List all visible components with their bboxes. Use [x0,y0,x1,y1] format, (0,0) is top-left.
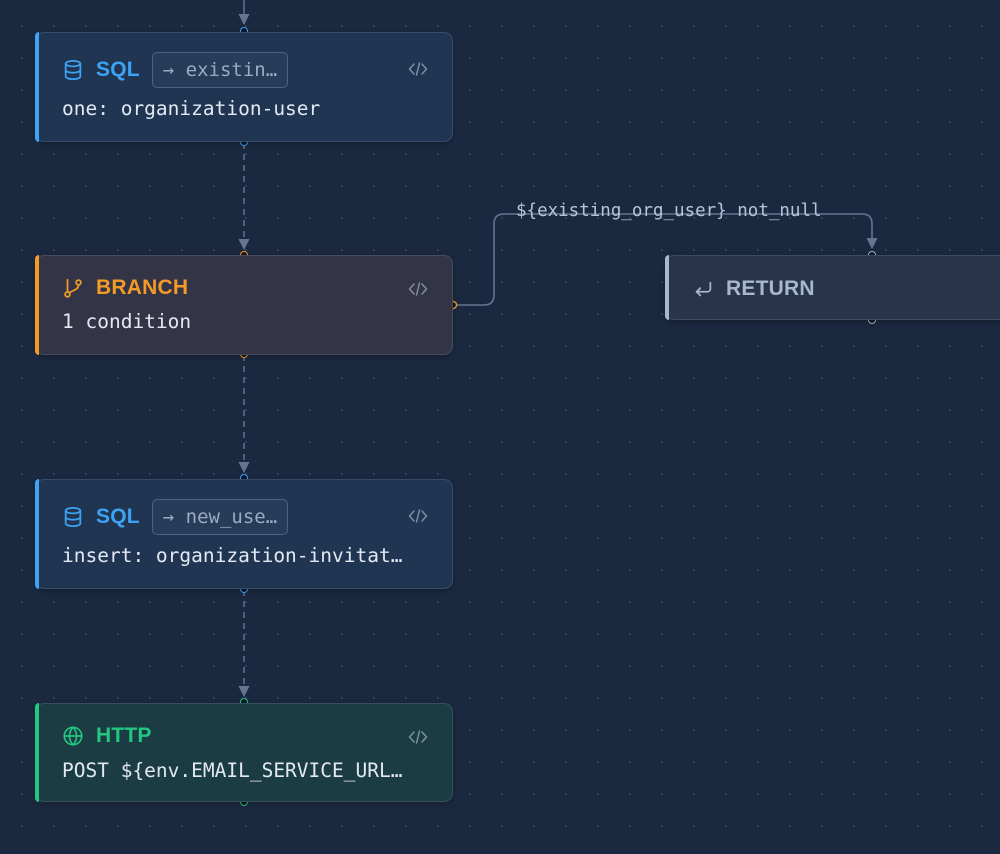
database-icon [62,59,84,81]
git-branch-icon [62,277,84,299]
globe-icon [62,725,84,747]
code-icon[interactable] [408,61,428,77]
node-accent-bar [35,255,39,355]
output-variable-chip[interactable]: → existin… [151,52,289,88]
node-header: BRANCH [62,269,188,307]
node-subtitle: one: organization-user [62,97,321,120]
node-subtitle: 1 condition [62,310,192,333]
node-header: SQL → new_use… [62,498,289,536]
edge-condition-label[interactable]: ${existing_org_user} not_null [516,201,822,221]
branch-node[interactable]: BRANCH 1 condition [35,255,453,355]
edge-branch-to-return [454,213,878,306]
node-header: HTTP [62,717,152,755]
node-accent-bar [35,479,39,589]
node-accent-bar [35,703,39,802]
node-header: RETURN [692,272,815,306]
node-type-label: SQL [96,505,140,528]
node-accent-bar [35,32,39,142]
node-type-label: RETURN [726,277,815,300]
http-node[interactable]: HTTP POST ${env.EMAIL_SERVICE_URL… [35,703,453,802]
node-type-label: BRANCH [96,276,189,299]
code-icon[interactable] [408,281,428,297]
node-header: SQL → existin… [62,51,289,89]
code-icon[interactable] [408,508,428,524]
output-variable-chip[interactable]: → new_use… [151,499,289,535]
database-icon [62,506,84,528]
code-icon[interactable] [408,729,428,745]
node-type-label: HTTP [96,724,152,747]
return-node[interactable]: RETURN [665,255,1000,320]
node-type-label: SQL [96,58,140,81]
sql-node-new-user[interactable]: SQL → new_use… insert: organization-invi… [35,479,453,589]
node-accent-bar [665,255,669,320]
node-subtitle: POST ${env.EMAIL_SERVICE_URL… [62,759,403,782]
node-subtitle: insert: organization-invitat… [62,544,403,567]
sql-node-existing-org-user[interactable]: SQL → existin… one: organization-user [35,32,453,142]
return-arrow-icon [692,278,714,300]
